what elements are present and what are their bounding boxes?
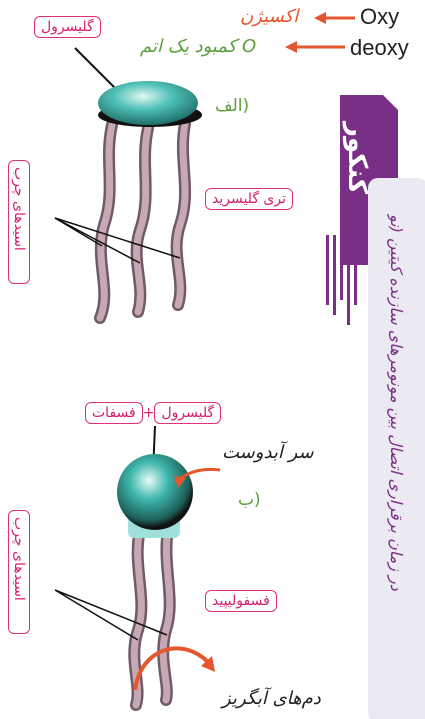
hydrophobic-tails-label: دم‌های آبگریز — [222, 688, 321, 709]
glycerol-head-a — [98, 81, 202, 127]
phospholipid-head-b — [117, 454, 193, 530]
fatty-acids-label-a: اسیدهای چرب — [8, 160, 30, 284]
plus-sign: + — [143, 405, 155, 421]
hydrophilic-head-label: سر آبدوست — [222, 442, 314, 463]
deoxy-persian-label: کمبود یک اتم O — [140, 36, 256, 57]
konkur-badge-text: کنکور — [342, 122, 372, 194]
konkur-note-text: در زمان برقراری اتصال بین مونومرهای سازن… — [384, 214, 408, 714]
fatty-acid-pointers-b — [55, 590, 167, 640]
glycerol-phosphate-label: فسفات+گلیسرول — [85, 402, 221, 424]
part-label-b: ب) — [238, 490, 261, 510]
fatty-acid-pointers-a — [55, 218, 180, 263]
part-label-a: الف) — [215, 96, 249, 116]
glycerol-box-b: گلیسرول — [154, 402, 221, 424]
fatty-acids-label-b: اسیدهای چرب — [8, 510, 30, 634]
deoxy-arrow — [285, 41, 345, 53]
phospholipid-label: فسفولیپید — [205, 590, 277, 612]
fatty-acid-tails-a — [100, 124, 185, 318]
deoxy-english-label: deoxy — [350, 35, 409, 61]
hydrophobic-arrow — [135, 648, 215, 690]
glycerol-label-a: گلیسرول — [34, 16, 101, 38]
oxy-persian-label: اکسیژن — [240, 6, 298, 27]
oxy-arrow — [314, 12, 355, 24]
phosphate-box: فسفات — [85, 402, 143, 424]
oxy-english-label: Oxy — [360, 4, 399, 30]
triglyceride-label: تری گلیسرید — [205, 188, 293, 210]
